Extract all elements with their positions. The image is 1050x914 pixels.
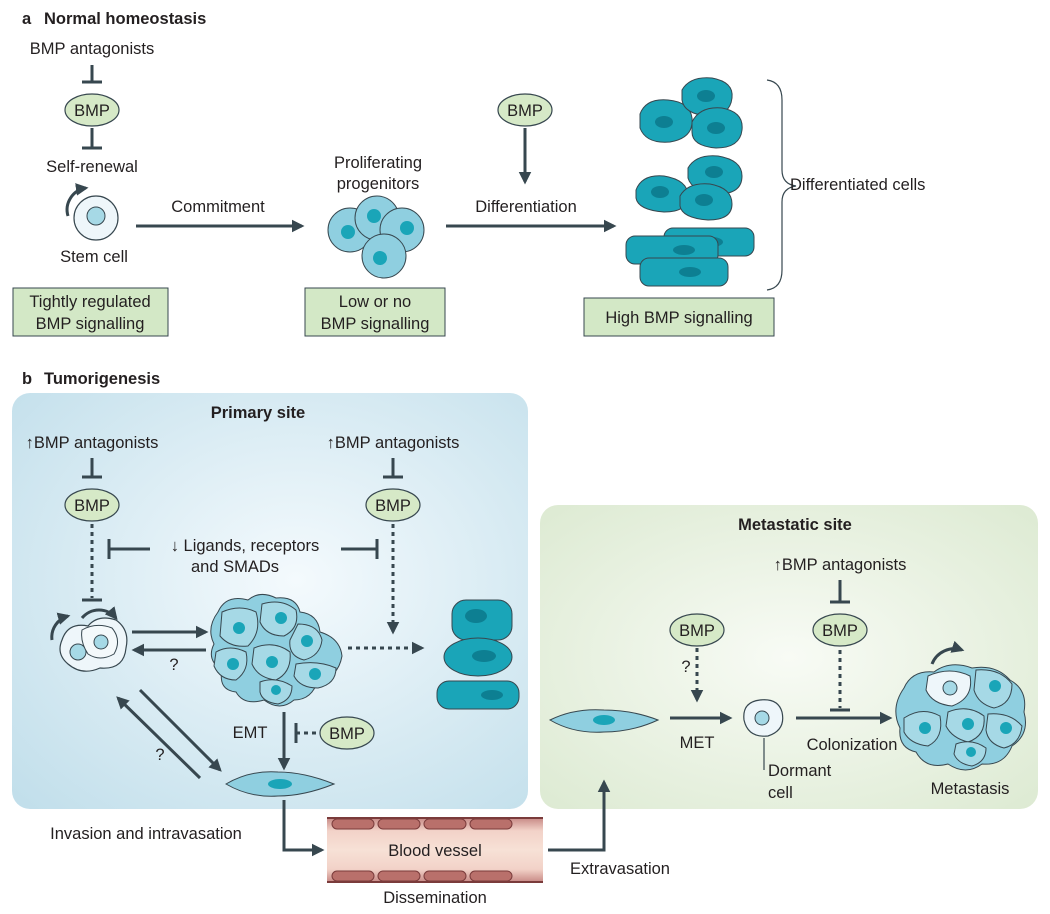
- svg-text:BMP: BMP: [74, 497, 110, 515]
- differentiated-tumour-cells: [436, 599, 520, 710]
- dissemination-label: Dissemination: [383, 889, 487, 907]
- emt-label: EMT: [233, 724, 268, 742]
- up-antagonists-metastatic: ↑BMP antagonists: [774, 556, 907, 574]
- invasion-label: Invasion and intravasation: [50, 825, 242, 843]
- dormant-cell: [743, 699, 784, 737]
- arrow-stem-to-mesenchymal: [138, 688, 222, 772]
- dashed-inhibition-left: [82, 524, 102, 602]
- differentiated-cell: [625, 235, 719, 265]
- question-mark-2: ?: [155, 746, 164, 764]
- bmp-antagonists-label-a: BMP antagonists: [30, 40, 154, 58]
- commitment-label: Commitment: [171, 198, 265, 216]
- svg-text:BMP: BMP: [329, 725, 365, 743]
- ligands-receptors-line2: and SMADs: [191, 558, 279, 576]
- metastasis-label: Metastasis: [931, 780, 1010, 798]
- svg-text:High BMP signalling: High BMP signalling: [605, 309, 752, 327]
- bmp-node-b-met: BMP: [669, 613, 725, 647]
- differentiated-cell: [639, 257, 729, 287]
- panel-b-letter: b: [22, 370, 32, 388]
- loop-arrow-left: [50, 612, 71, 641]
- differentiated-cell: [691, 107, 743, 149]
- panel-b-title: Tumorigenesis: [44, 370, 160, 388]
- mesenchymal-cell-metastatic: [548, 709, 660, 733]
- svg-text:Tightly regulated: Tightly regulated: [29, 293, 150, 311]
- up-antagonists-left: ↑BMP antagonists: [26, 434, 159, 452]
- svg-text:Low or no: Low or no: [339, 293, 411, 311]
- progenitors-label-line2: progenitors: [337, 175, 420, 193]
- differentiated-cells: [625, 77, 755, 287]
- bmp-node-b-emt: BMP: [319, 716, 375, 750]
- stem-cell-label: Stem cell: [60, 248, 128, 266]
- up-antagonists-right: ↑BMP antagonists: [327, 434, 460, 452]
- differentiated-cell: [681, 77, 733, 117]
- extravasation-label: Extravasation: [570, 860, 670, 878]
- box-low-or-no: Low or no BMP signalling: [304, 287, 446, 337]
- metastatic-site-label: Metastatic site: [738, 516, 852, 534]
- metastasis-loop-arrow: [930, 640, 965, 665]
- extravasation-arrow: [548, 779, 611, 852]
- inhibition-bmp-to-self-renewal: [82, 128, 102, 150]
- svg-text:BMP: BMP: [507, 102, 543, 120]
- question-mark-3: ?: [681, 658, 690, 676]
- differentiated-cells-brace: [766, 79, 797, 291]
- differentiated-cells-label: Differentiated cells: [790, 176, 925, 194]
- dashed-inhibition-colonization: [830, 650, 850, 712]
- primary-site-label: Primary site: [211, 404, 305, 422]
- inhibition-antagonists-to-bmp: [82, 65, 102, 84]
- arrow-mesenchymal-to-stem: [116, 696, 202, 780]
- panel-a-letter: a: [22, 10, 32, 28]
- svg-text:BMP: BMP: [375, 497, 411, 515]
- differentiated-cell: [639, 99, 693, 143]
- svg-text:BMP: BMP: [679, 622, 715, 640]
- bmp-node-a-differentiation: BMP: [497, 93, 553, 127]
- svg-text:BMP signalling: BMP signalling: [36, 315, 145, 333]
- differentiated-cell: [679, 183, 733, 221]
- dashed-inhibition-bmp-to-emt: [294, 723, 316, 743]
- progenitors-label-line1: Proliferating: [334, 154, 422, 172]
- svg-text:BMP: BMP: [822, 622, 858, 640]
- progenitor-cells: [327, 195, 425, 279]
- differentiated-tumour-cell: [451, 599, 513, 641]
- bmp-node-b-left: BMP: [64, 488, 120, 522]
- cancer-stem-cell: [59, 617, 128, 672]
- inhibition-ligands-to-left: [107, 539, 150, 559]
- differentiation-label: Differentiation: [475, 198, 577, 216]
- ligands-receptors-line1: ↓ Ligands, receptors: [171, 537, 320, 555]
- box-tightly-regulated: Tightly regulated BMP signalling: [12, 287, 169, 337]
- colonization-label: Colonization: [807, 736, 898, 754]
- invasion-arrow: [282, 800, 325, 857]
- progenitor-cell: [361, 233, 407, 279]
- blood-vessel-label: Blood vessel: [388, 842, 482, 860]
- svg-text:BMP: BMP: [74, 102, 110, 120]
- differentiated-tumour-cell: [443, 637, 513, 677]
- differentiated-tumour-cell: [436, 680, 520, 710]
- met-label: MET: [680, 734, 715, 752]
- box-high: High BMP signalling: [583, 297, 775, 337]
- mesenchymal-cell: [225, 771, 336, 797]
- bmp-node-b-right: BMP: [365, 488, 421, 522]
- panel-a-title: Normal homeostasis: [44, 10, 206, 28]
- dormant-label-line2: cell: [768, 784, 793, 802]
- inhibition-right-antagonists: [383, 458, 403, 479]
- stem-cell: [73, 195, 119, 241]
- bmp-node-b-colonization: BMP: [812, 613, 868, 647]
- inhibition-ligands-to-right: [341, 539, 379, 559]
- panel-a: a Normal homeostasis BMP antagonists BMP…: [12, 10, 925, 337]
- svg-text:BMP signalling: BMP signalling: [321, 315, 430, 333]
- inhibition-metastatic-antagonists: [830, 580, 850, 604]
- self-renewal-label: Self-renewal: [46, 158, 138, 176]
- question-mark-1: ?: [169, 656, 178, 674]
- loop-arrow-top: [80, 606, 118, 620]
- blood-vessel: Blood vessel: [327, 817, 543, 883]
- tumour-cluster: [210, 594, 343, 707]
- inhibition-left-antagonists: [82, 458, 102, 479]
- bmp-node-a-top: BMP: [64, 93, 120, 127]
- self-renewal-loop-arrow: [65, 183, 89, 217]
- dormant-label-line1: Dormant: [768, 762, 832, 780]
- panel-b: b Tumorigenesis Primary site ↑BMP antago…: [12, 370, 1038, 907]
- metastasis-cluster: [895, 664, 1026, 771]
